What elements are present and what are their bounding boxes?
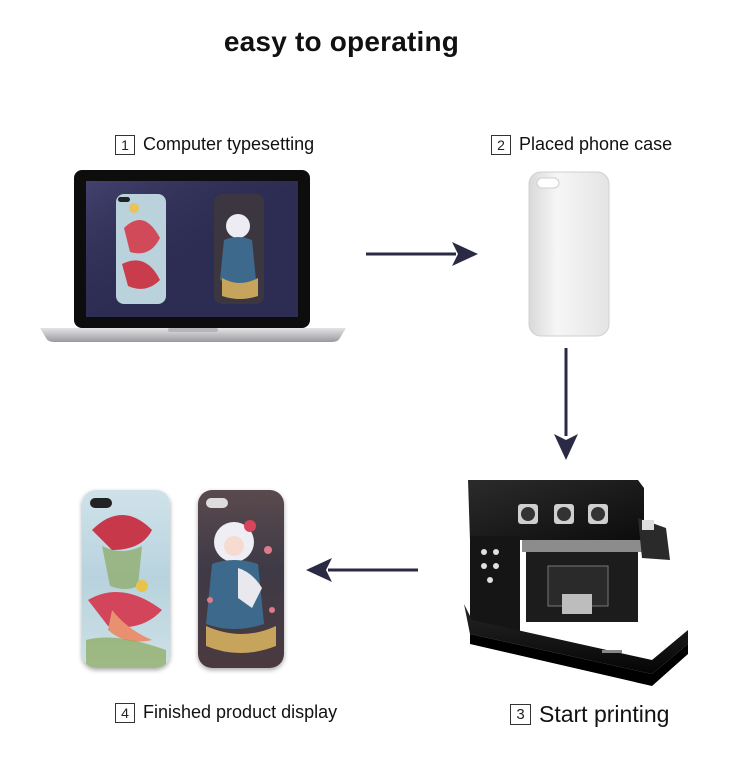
step-2-label: 2 Placed phone case <box>491 134 672 155</box>
step-4-text: Finished product display <box>143 702 338 722</box>
step-2-number: 2 <box>491 134 511 155</box>
step-3-text: Start printing <box>539 701 670 727</box>
step-1-number: 1 <box>115 134 135 155</box>
step-4-label: 4 Finished product display <box>115 702 337 723</box>
step-1-text: Computer typesetting <box>143 134 315 154</box>
uv-printer-image <box>462 474 692 695</box>
finished-bird-case-image <box>82 490 170 668</box>
arrow-right <box>364 240 480 273</box>
step-4-number: 4 <box>115 702 135 723</box>
blank-phone-case-image <box>527 170 611 343</box>
arrow-down <box>552 346 580 467</box>
laptop-image <box>38 168 348 344</box>
step-2-text: Placed phone case <box>519 134 673 154</box>
step-3-label: 3 Start printing <box>510 701 669 728</box>
diagram-title: easy to operating <box>223 26 460 57</box>
finished-anime-case-image <box>198 490 284 668</box>
step-3-number: 3 <box>510 704 531 725</box>
step-1-label: 1 Computer typesetting <box>115 134 314 155</box>
arrow-left <box>304 556 420 589</box>
